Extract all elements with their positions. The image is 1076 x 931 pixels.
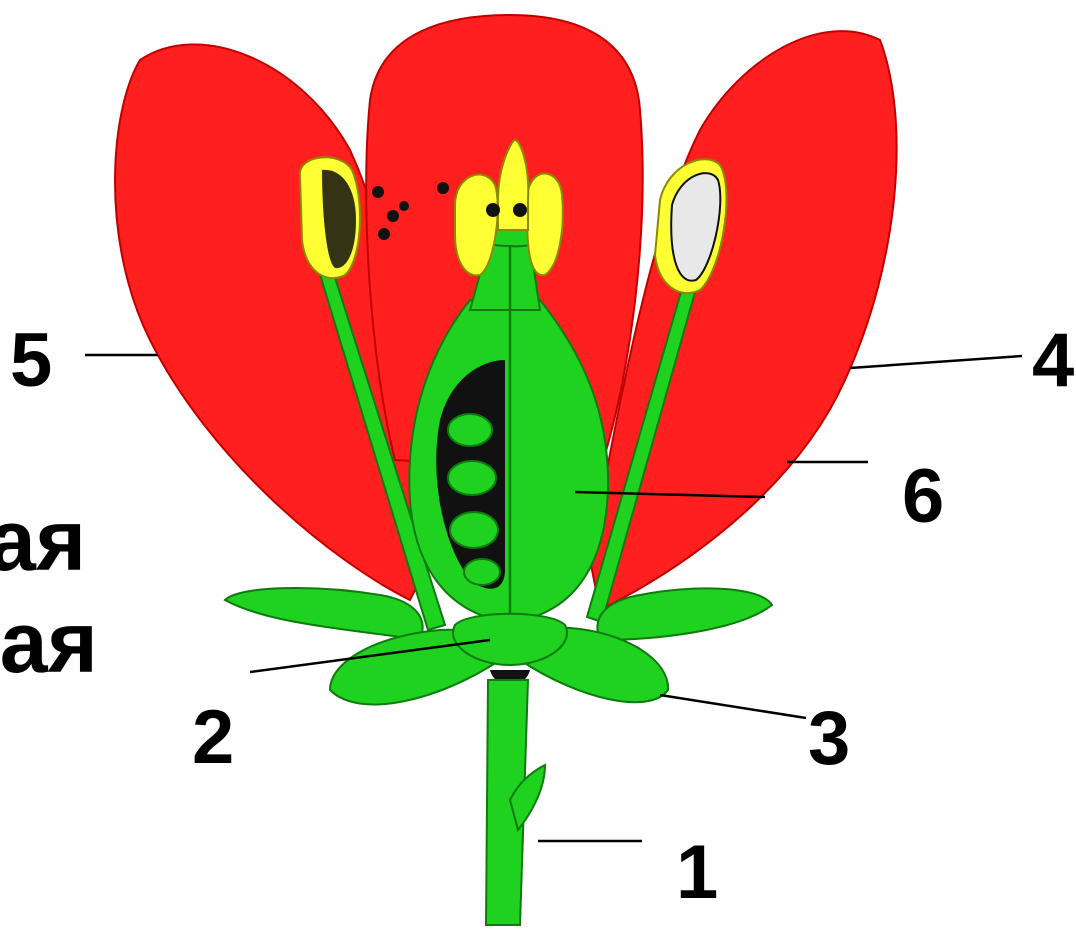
ovule (448, 461, 496, 495)
leader-3 (660, 695, 806, 718)
label-2: 2 (192, 695, 234, 780)
cutoff-text: ая вая (0, 493, 98, 691)
leader-4 (850, 356, 1022, 368)
pollen-on-stigma (486, 203, 500, 217)
ovule (448, 414, 492, 446)
pollen-grain (387, 210, 399, 222)
pollen-grain (378, 228, 390, 240)
label-1: 1 (676, 830, 718, 915)
pollen-grain (399, 201, 409, 211)
pollen-on-stigma (513, 203, 527, 217)
pollen-grain (437, 182, 449, 194)
ovule (450, 512, 498, 548)
ovule (464, 559, 500, 585)
stem (486, 680, 545, 925)
label-4: 4 (1032, 318, 1074, 403)
pollen-grain (372, 186, 384, 198)
cutoff-line-1: ая (0, 493, 86, 589)
cutoff-line-2: вая (0, 595, 98, 691)
sepal-left (225, 588, 423, 640)
label-5: 5 (10, 318, 52, 403)
label-3: 3 (808, 696, 850, 781)
label-6: 6 (902, 454, 944, 539)
